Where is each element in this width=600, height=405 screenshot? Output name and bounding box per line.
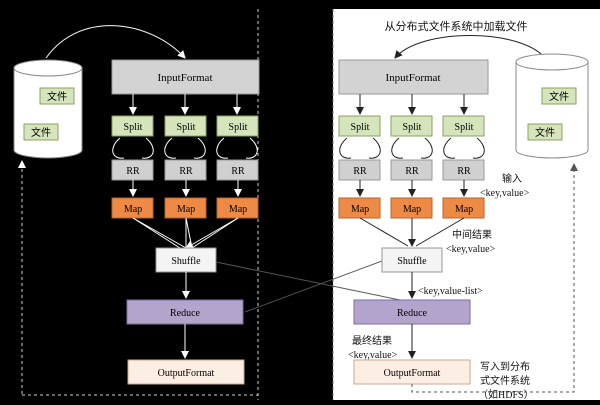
- right-input-format-box: [338, 59, 489, 95]
- left-map-3-label: Map: [229, 204, 247, 215]
- right-file-top: [541, 87, 577, 105]
- left-rr-2-label: RR: [179, 166, 193, 177]
- cross-line-2: [244, 257, 391, 313]
- left-storage-cylinder: [13, 59, 83, 159]
- write-line-2: 式文件系统: [480, 374, 530, 387]
- right-shuffle-label: Shuffle: [397, 256, 427, 267]
- right-load-arrow: [394, 35, 546, 59]
- right-split-2-label: Split: [403, 122, 422, 133]
- left-rr-1-label: RR: [126, 166, 140, 177]
- kv-list-label: <key,value-list>: [418, 286, 483, 297]
- left-split-1-label: Split: [124, 122, 143, 133]
- left-map-1: [111, 197, 154, 219]
- left-load-arrow: [45, 25, 186, 59]
- right-input-format-label: InputFormat: [386, 72, 441, 84]
- input-label: 输入: [502, 172, 522, 185]
- right-map-2-label: Map: [403, 204, 421, 215]
- left-file-top: [39, 87, 75, 105]
- left-split-1: [111, 115, 154, 137]
- intermediate-label: 中间结果: [452, 228, 492, 241]
- left-split-3-label: Split: [229, 122, 248, 133]
- left-map-2-label: Map: [177, 204, 195, 215]
- right-map-3-label: Map: [455, 204, 473, 215]
- left-file-bottom-label: 文件: [31, 126, 51, 139]
- final-kv-label: <key,value>: [348, 350, 398, 361]
- right-reduce-label: Reduce: [397, 308, 428, 319]
- input-kv-label: <key,value>: [480, 188, 530, 199]
- left-split-2-label: Split: [177, 122, 196, 133]
- left-reduce-box: [126, 299, 244, 325]
- right-reduce-box: [353, 299, 471, 325]
- left-map-1-label: Map: [124, 204, 142, 215]
- left-split-2: [164, 115, 207, 137]
- cross-line-1: [215, 261, 401, 301]
- right-rr-3-label: RR: [457, 166, 471, 177]
- write-line-3: （如HDFS）: [478, 388, 534, 400]
- right-output-format-label: OutputFormat: [384, 368, 441, 379]
- right-split-3: [442, 115, 485, 137]
- final-label: 最终结果: [352, 334, 392, 347]
- left-file-top-label: 文件: [47, 90, 67, 103]
- write-back-path: [411, 163, 578, 393]
- load-from-dfs-label: 从分布式文件系统中加载文件: [385, 19, 528, 33]
- right-map-1-label: Map: [351, 204, 369, 215]
- right-split-3-label: Split: [455, 122, 474, 133]
- right-file-bottom: [527, 123, 563, 141]
- right-storage-cylinder: [515, 53, 589, 159]
- left-shuffle-box: [155, 247, 217, 273]
- right-split-1-label: Split: [351, 122, 370, 133]
- left-reduce-label: Reduce: [170, 308, 201, 319]
- right-split-1: [338, 115, 381, 137]
- right-file-top-label: 文件: [549, 90, 569, 103]
- write-line-1: 写入到分布: [480, 361, 530, 373]
- right-shuffle-box: [381, 247, 443, 273]
- right-file-bottom-label: 文件: [535, 126, 555, 139]
- right-rr-2-label: RR: [405, 166, 419, 177]
- right-output-format-box: [353, 359, 471, 385]
- left-input-format-label: InputFormat: [158, 72, 213, 84]
- left-shuffle-label: Shuffle: [171, 256, 201, 267]
- left-rr-3-label: RR: [231, 166, 245, 177]
- right-map-1: [338, 197, 381, 219]
- left-file-bottom: [23, 123, 59, 141]
- right-split-2: [390, 115, 433, 137]
- left-output-format-label: OutputFormat: [158, 368, 215, 379]
- left-input-format-box: [111, 59, 260, 95]
- left-output-format-box: [127, 359, 245, 385]
- intermediate-kv-label: <key,value>: [446, 244, 496, 255]
- left-split-3: [216, 115, 259, 137]
- right-rr-1-label: RR: [353, 166, 367, 177]
